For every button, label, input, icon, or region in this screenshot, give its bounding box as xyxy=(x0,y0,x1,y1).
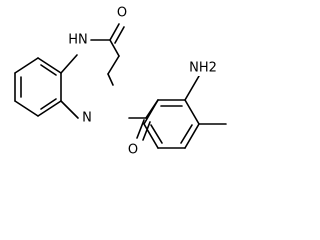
bond xyxy=(150,124,163,144)
bond xyxy=(109,39,120,57)
bond xyxy=(40,64,57,76)
bond xyxy=(143,99,159,125)
bond xyxy=(180,124,193,144)
bond xyxy=(107,55,120,75)
bond xyxy=(136,119,145,139)
label-background xyxy=(80,110,94,126)
bond xyxy=(14,100,39,117)
bond xyxy=(60,54,78,74)
quinoxalinone-bonds xyxy=(14,23,125,119)
atom-label-amino-group: NH2 xyxy=(189,61,217,76)
bond xyxy=(184,75,200,101)
atom-label-ring-nitrogen: N xyxy=(82,111,92,126)
atom-label-amide-nitrogen: HN xyxy=(68,33,88,48)
bond xyxy=(40,98,57,110)
bond xyxy=(184,99,200,125)
label-background xyxy=(115,5,129,21)
atom-labels: O HN N NH2 O xyxy=(66,5,218,158)
bond xyxy=(37,100,62,117)
label-background xyxy=(188,60,218,76)
label-background xyxy=(126,142,140,158)
chemical-structure-diagram: O HN N NH2 O xyxy=(14,5,227,158)
bond xyxy=(143,123,159,149)
bond xyxy=(142,121,151,141)
bond xyxy=(107,73,114,86)
aminotoluene-ring-bonds xyxy=(143,75,227,149)
bond xyxy=(114,26,125,44)
label-background xyxy=(66,32,90,48)
atom-label-benzoyl-oxygen: O xyxy=(128,143,138,158)
bond xyxy=(37,57,62,74)
bond xyxy=(60,100,79,119)
bond xyxy=(14,57,39,74)
atom-label-ring-oxygen: O xyxy=(117,6,127,21)
bond xyxy=(184,123,200,149)
bond xyxy=(109,23,120,41)
